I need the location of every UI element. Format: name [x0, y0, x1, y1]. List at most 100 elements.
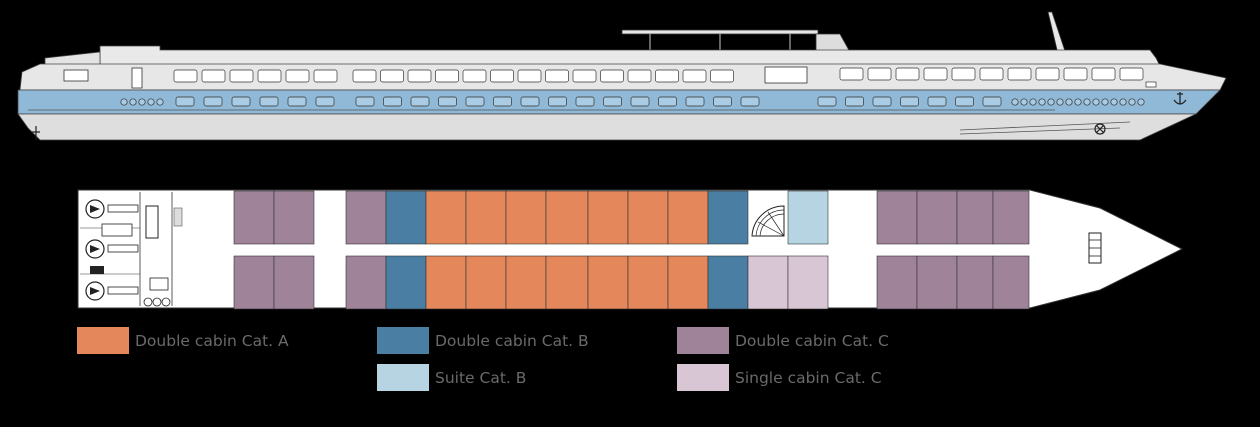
porthole — [410, 96, 430, 107]
round-porthole — [1056, 98, 1064, 106]
cabin-cat-a — [587, 255, 629, 310]
cabin-cat-c — [233, 255, 275, 310]
window — [682, 69, 707, 83]
round-porthole — [1092, 98, 1100, 106]
window — [572, 69, 597, 83]
window — [923, 67, 948, 81]
window — [380, 69, 404, 83]
window — [895, 67, 920, 81]
cabin-cat-c — [956, 255, 994, 310]
cabin-cat-c — [876, 255, 918, 310]
cabin-cat-c — [876, 190, 918, 245]
cabin-cat-b — [385, 255, 427, 310]
legend-label: Double cabin Cat. C — [735, 331, 889, 350]
porthole — [465, 96, 485, 107]
porthole — [203, 96, 223, 107]
cabin-cat-b — [385, 190, 427, 245]
cabin-cat-b — [707, 255, 749, 310]
porthole — [900, 96, 919, 107]
round-porthole — [1128, 98, 1136, 106]
corridor — [234, 244, 1030, 256]
porthole — [603, 96, 622, 107]
porthole — [175, 96, 195, 107]
round-porthole — [129, 98, 137, 106]
cabin-cat-a — [425, 190, 467, 245]
porthole — [575, 96, 595, 107]
round-porthole — [1083, 98, 1091, 106]
cabin-cat-a — [545, 190, 589, 245]
porthole — [231, 96, 251, 107]
round-porthole — [1047, 98, 1055, 106]
legend-label: Single cabin Cat. C — [735, 368, 882, 387]
round-porthole — [1101, 98, 1109, 106]
legend-swatch — [377, 364, 429, 391]
window — [1091, 67, 1116, 81]
round-porthole — [1020, 98, 1028, 106]
window — [313, 69, 338, 83]
engine-icon — [85, 199, 139, 219]
round-porthole — [1038, 98, 1046, 106]
deck-plan — [77, 189, 1184, 310]
legend-item-single-cabin-cat-c: Single cabin Cat. C — [677, 364, 882, 391]
window — [407, 69, 432, 83]
legend-swatch — [677, 364, 729, 391]
porthole — [817, 96, 837, 107]
cabin-cat-c — [992, 190, 1030, 245]
upper-windows — [173, 67, 1144, 83]
porthole — [548, 96, 567, 107]
cabin-cat-a — [667, 255, 709, 310]
round-porthole — [1029, 98, 1037, 106]
porthole — [259, 96, 279, 107]
cabin-cat-c — [916, 255, 958, 310]
window — [655, 69, 679, 83]
window — [517, 69, 542, 83]
porthole — [685, 96, 705, 107]
window — [173, 69, 198, 83]
window — [839, 67, 864, 81]
porthole — [630, 96, 650, 107]
cabin-cat-c — [956, 190, 994, 245]
window — [627, 69, 652, 83]
cabin-cat-a — [505, 255, 547, 310]
porthole — [383, 96, 402, 107]
rudder-icon — [32, 126, 40, 140]
legend-item-double-cabin-cat-a: Double cabin Cat. A — [77, 327, 289, 354]
engine-icon — [85, 281, 139, 301]
window — [1119, 67, 1144, 81]
sun-deck-awning — [621, 29, 851, 54]
porthole — [982, 96, 1002, 107]
porthole — [287, 96, 307, 107]
window — [285, 69, 310, 83]
anchor-windlass-icon — [1088, 232, 1102, 264]
cabin-cat-a — [627, 255, 669, 310]
engine-icon — [85, 239, 139, 259]
cabin-cat-a — [545, 255, 589, 310]
round-porthole — [138, 98, 146, 106]
ship-side-view — [17, 11, 1227, 141]
spiral-staircase-icon — [751, 205, 785, 237]
porthole — [520, 96, 540, 107]
cabin-cat-c — [345, 255, 387, 310]
legend-label: Double cabin Cat. B — [435, 331, 589, 350]
cabin-cat-a — [465, 255, 507, 310]
window — [490, 69, 514, 83]
window — [710, 69, 734, 83]
round-porthole — [156, 98, 164, 106]
round-porthole — [1110, 98, 1118, 106]
round-porthole — [1074, 98, 1082, 106]
round-porthole — [1011, 98, 1019, 106]
cabin-cat-c — [345, 190, 387, 245]
round-porthole — [147, 98, 155, 106]
legend-item-suite-cat-b: Suite Cat. B — [377, 364, 526, 391]
lower-hull — [17, 113, 1197, 141]
cabin-cat-a — [587, 190, 629, 245]
legend-swatch — [77, 327, 129, 354]
window — [1063, 67, 1088, 81]
cabin-suite-b — [787, 190, 829, 245]
window — [201, 69, 226, 83]
porthole — [355, 96, 375, 107]
cabin-cat-a — [627, 190, 669, 245]
window — [352, 69, 377, 83]
cabin-cat-a — [425, 255, 467, 310]
legend-swatch — [677, 327, 729, 354]
